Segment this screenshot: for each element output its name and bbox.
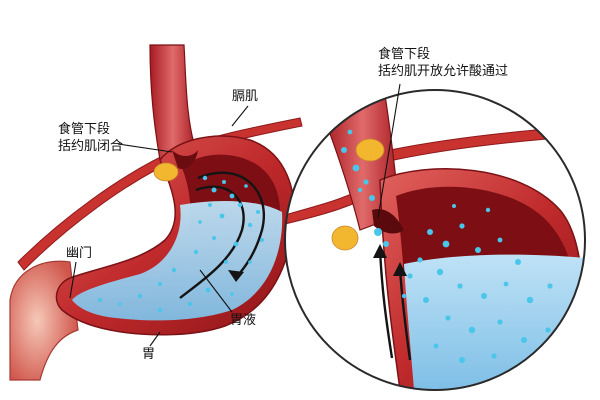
diaphragm-label-text: 膈肌 [232,89,259,104]
gastric-juice-label-text: 胃液 [230,313,257,328]
les-open-label-line2: 括约肌开放允许酸通过 [378,64,509,79]
pylorus-label: 幽门 [66,245,92,262]
flow-arrow-outer [197,171,265,279]
leader-lines [69,83,401,347]
magnified-view [284,89,586,391]
reflux-arrowhead-left [373,244,387,258]
flow-arrowhead-outer [228,270,244,282]
leader-stomach [149,331,161,347]
les-open-label-line1: 食管下段 [378,47,431,62]
flow-arrow-inner [179,185,245,299]
stomach-illustration [9,44,303,381]
zoom-diaphragm-right [389,125,585,161]
leader-les-closed [117,143,173,153]
les-closed-label: 食管下段 括约肌闭合 [58,121,123,155]
gastric-juice-pool [72,200,283,321]
closed-sphincter [172,150,198,170]
les-closed-label-line2: 括约肌闭合 [58,139,124,154]
reflux-arrow-right [398,267,412,361]
les-closed-label-line1: 食管下段 [58,122,111,137]
leader-les-open [377,83,401,219]
les-open-label: 食管下段 括约肌开放允许酸通过 [378,46,508,80]
zoom-fat-upper [355,138,385,162]
gastric-juice-label: 胃液 [230,312,256,329]
reflux-arrowhead-right [393,262,407,276]
diaphragm-label: 膈肌 [232,88,258,105]
acid-droplets-zoom [341,129,553,363]
stomach-label: 胃 [142,346,155,363]
zoom-fat-lower [331,225,359,251]
open-sphincter [372,208,404,234]
pylorus-label-text: 幽门 [66,246,93,261]
leader-gastric-juice [199,269,233,313]
leader-diaphragm [231,105,249,127]
reflux-arrow-left [378,249,394,359]
diaphragm-muscle [17,117,303,271]
stomach-label-text: 胃 [142,347,156,362]
acid-droplets-left [98,175,264,313]
fat-tissue [153,162,179,182]
magnifier-ring [284,89,586,391]
zoom-gastric-juice [404,254,585,390]
leader-pylorus [69,261,77,299]
zoom-stomach-interior [396,186,572,276]
